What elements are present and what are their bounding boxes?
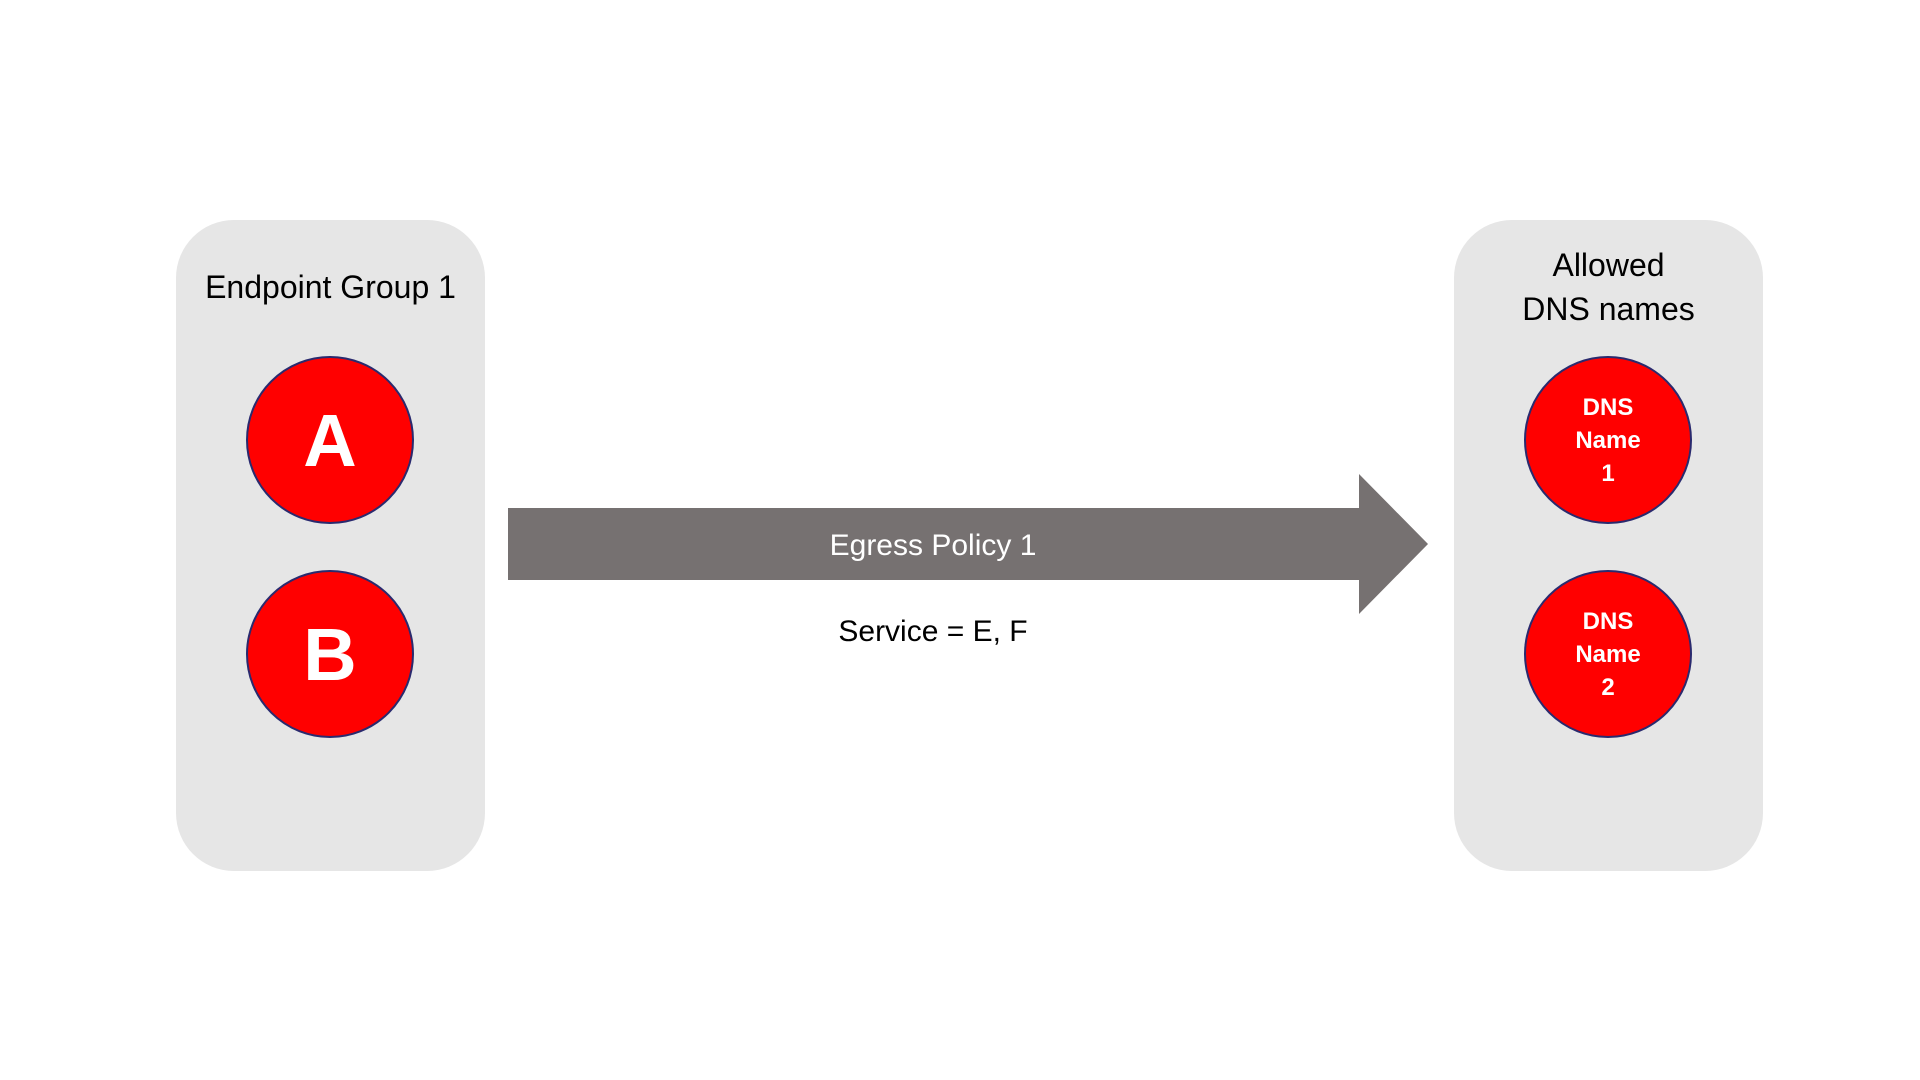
dns-node-2: DNS Name 2: [1524, 570, 1692, 738]
endpoint-node-a: A: [246, 356, 414, 524]
endpoint-group-panel: Endpoint Group 1 A B: [176, 220, 485, 871]
egress-arrow: [508, 474, 1428, 614]
service-label: Service = E, F: [838, 615, 1028, 648]
egress-policy-label: Egress Policy 1: [829, 529, 1037, 562]
endpoint-node-b: B: [246, 570, 414, 738]
egress-arrow-shape: [508, 474, 1428, 614]
allowed-dns-panel: Allowed DNS names DNS Name 1 DNS Name 2: [1454, 220, 1763, 871]
allowed-dns-title: Allowed DNS names: [1522, 247, 1695, 327]
dns-node-1: DNS Name 1: [1524, 356, 1692, 524]
endpoint-group-title: Endpoint Group 1: [205, 269, 456, 305]
